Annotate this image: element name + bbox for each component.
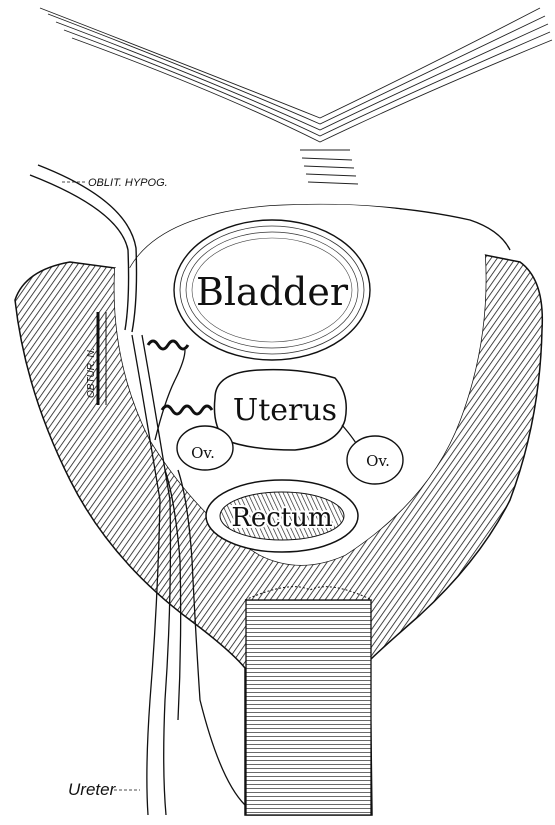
ureter-label: Ureter: [68, 780, 117, 799]
bladder: Bladder: [174, 220, 370, 360]
uterus: Uterus: [214, 370, 346, 450]
oblit-hypog-label: OBLIT. HYPOG.: [88, 177, 168, 189]
ovary-left-label: Ov.: [191, 444, 215, 462]
pelvic-floor-stem: [246, 600, 371, 815]
abdominal-wall-lines: [40, 8, 552, 184]
uterus-label: Uterus: [233, 393, 337, 428]
obtur-n-label: OBTUR. N.: [86, 347, 97, 398]
rectum-label: Rectum: [231, 503, 332, 533]
ovary-right-label: Ov.: [366, 452, 390, 470]
rectum: Rectum: [206, 480, 358, 552]
bladder-label: Bladder: [196, 270, 349, 314]
ovary-left: Ov.: [177, 426, 233, 470]
